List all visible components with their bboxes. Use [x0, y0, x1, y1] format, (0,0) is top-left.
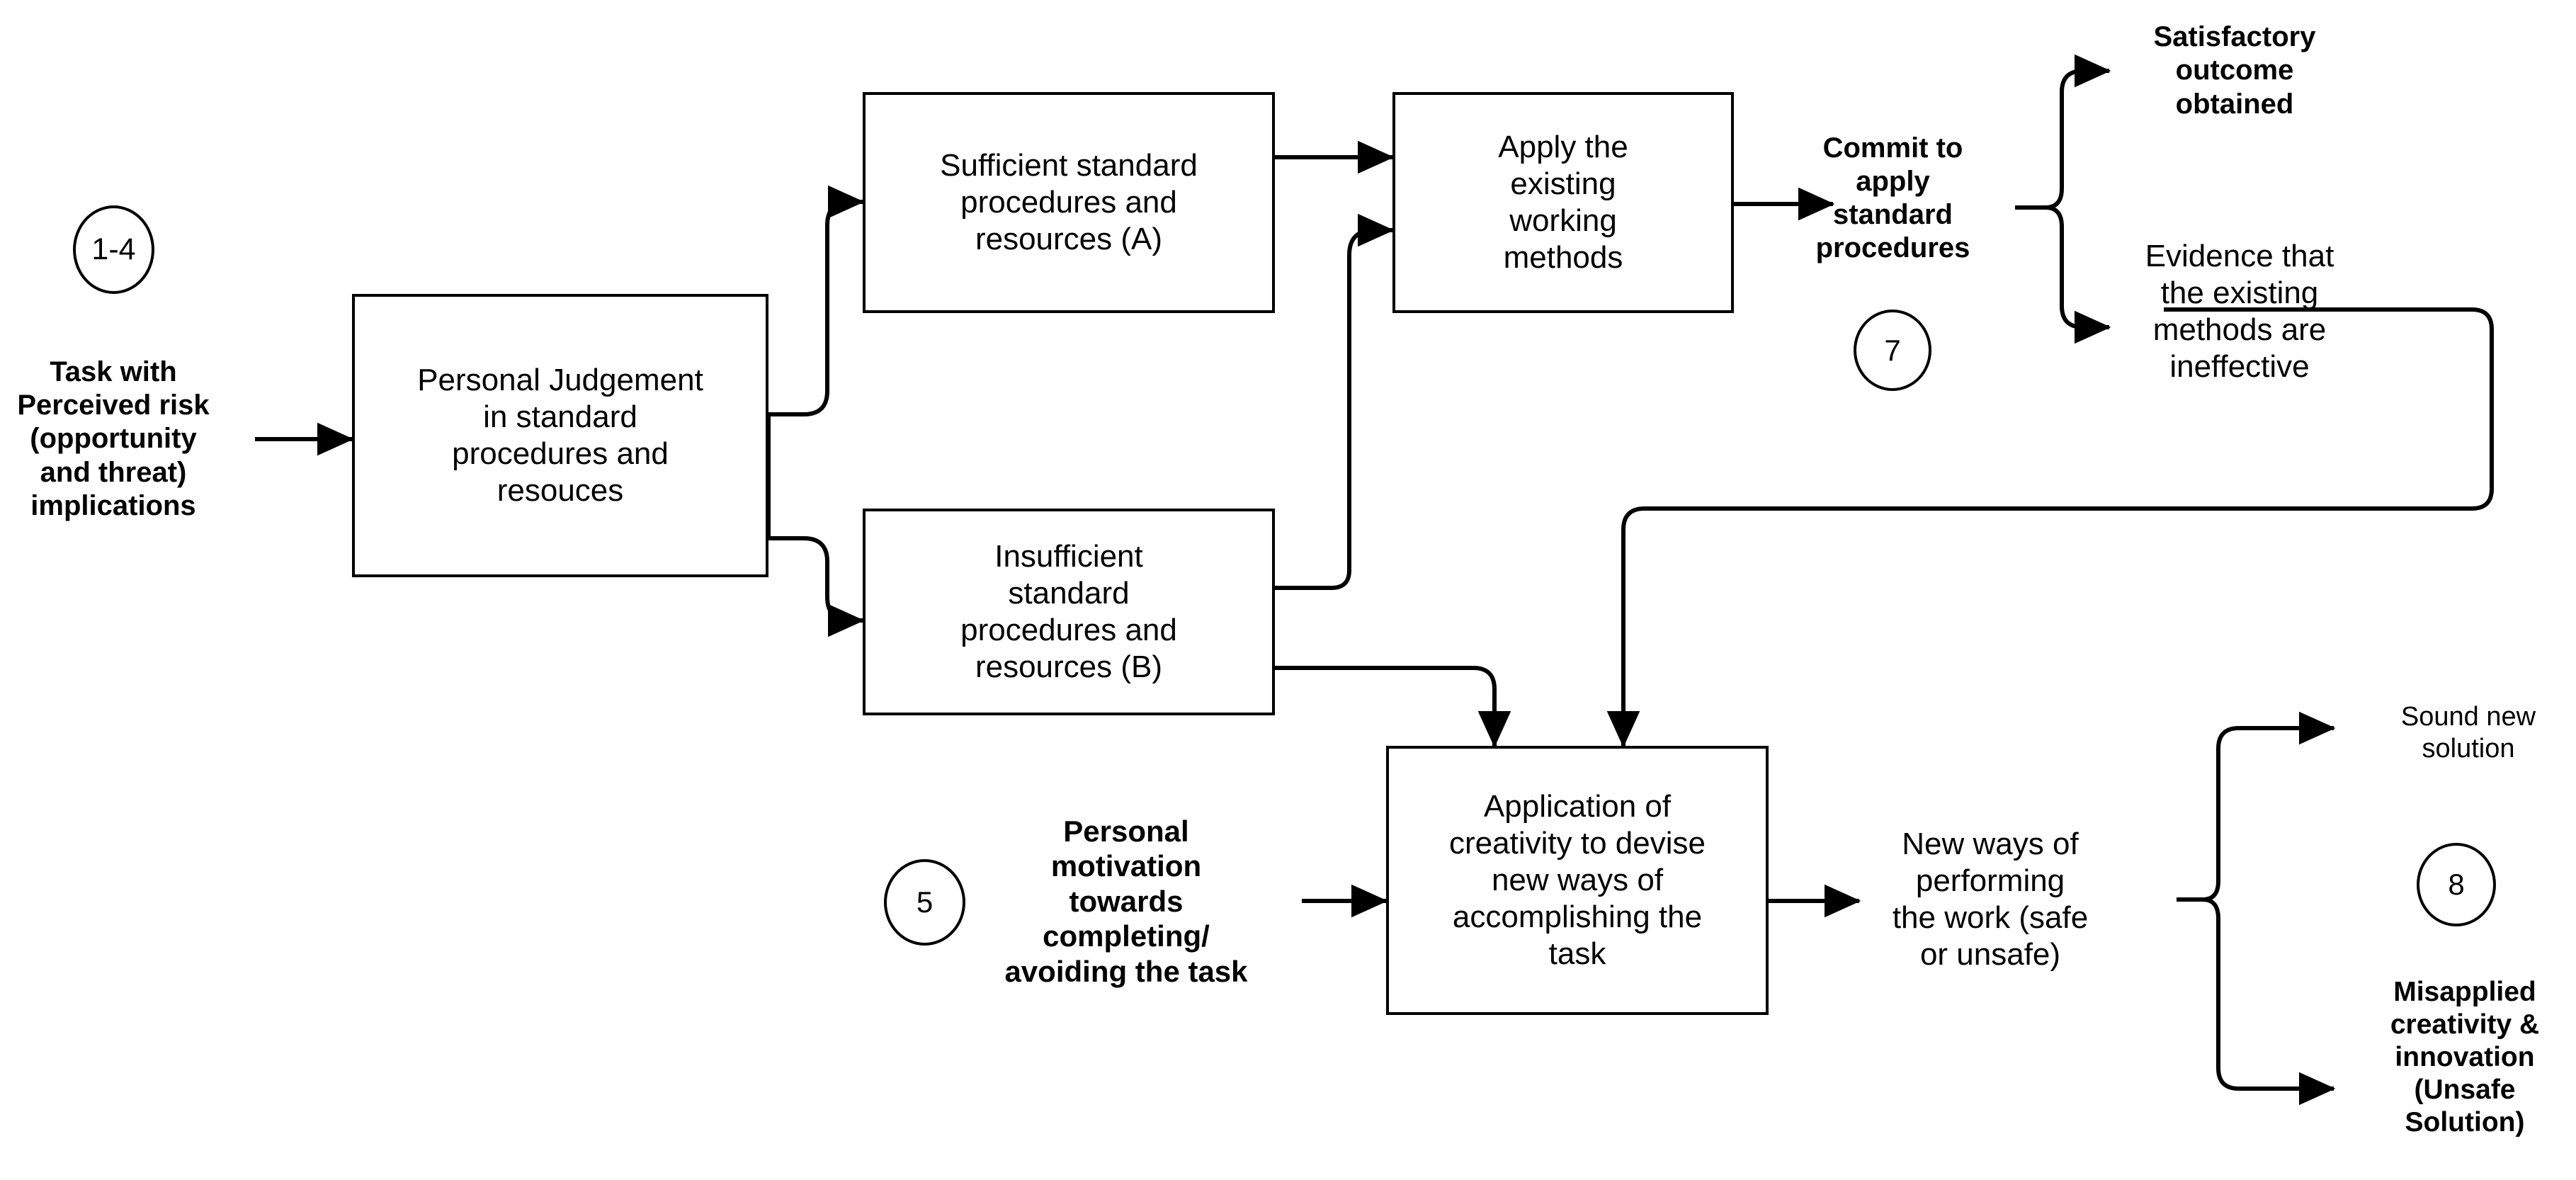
node-application-of-creativity: Application of creativity to devise new … — [1386, 746, 1769, 1015]
node-apply-existing-working-methods: Apply the existing working methods — [1392, 92, 1734, 313]
edge-insufficient-to-apply — [1275, 213, 1395, 590]
step-marker-5: 5 — [884, 859, 965, 946]
step-marker-1-4: 1-4 — [73, 205, 154, 294]
step-marker-8-label: 8 — [2448, 868, 2465, 901]
edge-newways-to-sound — [2202, 711, 2336, 902]
label-task-with-perceived-risk: Task with Perceived risk (opportunity an… — [17, 356, 210, 521]
label-commit-to-apply-standard-procedures: Commit to apply standard procedures — [1815, 132, 1970, 264]
label-evidence-existing-methods-ineffective: Evidence that the existing methods are i… — [2145, 239, 2334, 384]
edge-judgement-to-insufficient — [768, 536, 865, 637]
label-misapplied-creativity-innovation: Misapplied creativity & innovation (Unsa… — [2390, 976, 2540, 1138]
edge-commit-to-satisfactory — [2045, 54, 2111, 210]
edge-newways-to-misapplied — [2202, 897, 2336, 1106]
label-satisfactory-outcome-obtained: Satisfactory outcome obtained — [2153, 21, 2316, 120]
step-marker-7-label: 7 — [1884, 333, 1901, 367]
edge-insufficient-to-creativity — [1275, 666, 1511, 748]
node-sufficient-standard-procedures: Sufficient standard procedures and resou… — [863, 92, 1275, 313]
label-personal-motivation: Personal motivation towards completing/ … — [1004, 814, 1248, 988]
edge-judgement-to-sufficient — [768, 185, 865, 416]
edge-commit-to-evidence — [2045, 205, 2111, 344]
node-personal-judgement: Personal Judgement in standard procedure… — [352, 294, 768, 577]
step-marker-5-label: 5 — [916, 885, 934, 919]
step-marker-1-4-label: 1-4 — [91, 232, 136, 266]
edge-evidence-feedback — [1606, 307, 2494, 748]
step-marker-8: 8 — [2417, 843, 2496, 926]
node-insufficient-standard-procedures: Insufficient standard procedures and res… — [863, 509, 1275, 715]
label-new-ways-of-performing-the-work: New ways of performing the work (safe or… — [1892, 827, 2089, 972]
step-marker-7: 7 — [1854, 310, 1931, 391]
label-sound-new-solution: Sound new solution — [2400, 702, 2536, 764]
